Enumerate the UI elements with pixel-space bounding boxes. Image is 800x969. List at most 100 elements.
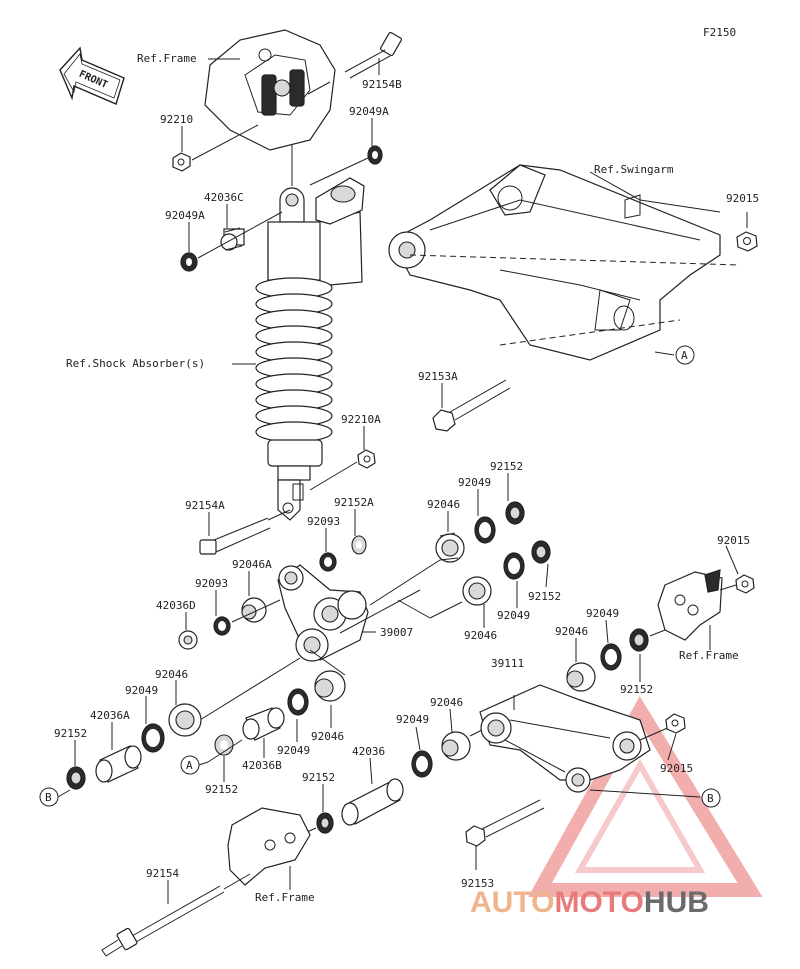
- nut-92015-top-icon: [736, 231, 758, 252]
- leader-lines: [74, 58, 739, 904]
- bearing-92046-cen-icon: [314, 670, 346, 702]
- washer-92093-left-icon: [213, 616, 231, 636]
- washer-92049-low-icon: [411, 750, 433, 778]
- washer-92049-left-icon: [141, 723, 165, 753]
- part-92049-cen-label: 92049: [277, 744, 310, 757]
- part-92154-label: 92154: [146, 867, 179, 880]
- callout-b-left-label: B: [45, 791, 52, 804]
- part-92046-right-label: 92046: [555, 625, 588, 638]
- part-92049a-left-label: 92049A: [165, 209, 205, 222]
- part-92093-top-label: 92093: [307, 515, 340, 528]
- part-92015-top-label: 92015: [726, 192, 759, 205]
- part-92154b-label: 92154B: [362, 78, 402, 91]
- part-92049-mid-label: 92049: [458, 476, 491, 489]
- bolt-92154a-icon: [199, 517, 271, 555]
- washer-92152-cen-icon: [214, 734, 234, 756]
- bolt-92153a-icon: [432, 379, 511, 432]
- callout-a-left-label: A: [186, 759, 193, 772]
- washer-92152-low-icon: [316, 812, 334, 834]
- washer-92049-right-icon: [600, 643, 622, 671]
- part-92152-low-label: 92152: [302, 771, 335, 784]
- bushing-42036a-icon: [95, 745, 142, 783]
- part-92049-low-label: 92049: [396, 713, 429, 726]
- ref-shock-label: Ref.Shock Absorber(s): [66, 357, 205, 370]
- washer-92049-r2-icon: [503, 552, 525, 580]
- nut-92015-right-icon: [735, 574, 755, 594]
- washer-92049a-left-icon: [180, 252, 198, 272]
- part-92049-left-label: 92049: [125, 684, 158, 697]
- callout-a-right: A: [675, 345, 695, 365]
- washer-92049-mid-icon: [474, 516, 496, 544]
- bearing-92046-left-icon: [168, 703, 202, 737]
- part-92049-r2-label: 92049: [497, 609, 530, 622]
- part-92152-left-label: 92152: [54, 727, 87, 740]
- part-92015-low-label: 92015: [660, 762, 693, 775]
- watermark-part3: HUB: [644, 886, 709, 919]
- part-92046-r2-label: 92046: [464, 629, 497, 642]
- part-92153a-label: 92153A: [418, 370, 458, 383]
- part-92210-label: 92210: [160, 113, 193, 126]
- nut-92210-icon: [172, 152, 191, 172]
- part-92152-r2-label: 92152: [528, 590, 561, 603]
- swingarm: [388, 164, 721, 361]
- watermark-triangle-icon: [528, 696, 763, 897]
- bolt-92153-icon: [465, 799, 545, 847]
- callout-b-right-label: B: [707, 792, 714, 805]
- front-arrow-icon: [59, 46, 125, 105]
- part-42036-label: 42036: [352, 745, 385, 758]
- frame-bracket-top: [204, 29, 336, 151]
- part-92046-cen-label: 92046: [311, 730, 344, 743]
- frame-bracket-bottom: [227, 807, 311, 886]
- callout-a-left: A: [180, 755, 200, 775]
- part-92015-right-label: 92015: [717, 534, 750, 547]
- figure-code: F2150: [703, 26, 736, 39]
- part-42036a-label: 42036A: [90, 709, 130, 722]
- svg-text:AUTOMOTOHUB: AUTOMOTOHUB: [470, 886, 709, 919]
- washer-92049-cen-icon: [287, 688, 309, 716]
- part-39007-label: 39007: [380, 626, 413, 639]
- part-92046-mid-label: 92046: [427, 498, 460, 511]
- bushing-42036b-icon: [242, 707, 285, 741]
- part-92049a-top-label: 92049A: [349, 105, 389, 118]
- part-92210a-label: 92210A: [341, 413, 381, 426]
- part-92153-label: 92153: [461, 877, 494, 890]
- bolt-92154b-icon: [344, 31, 402, 79]
- callout-a-right-label: A: [681, 349, 688, 362]
- bearing-92046a-icon: [241, 597, 267, 623]
- callout-b-right: B: [701, 788, 721, 808]
- part-92046-left-label: 92046: [155, 668, 188, 681]
- shock-absorber: [255, 177, 365, 521]
- part-39111-label: 39111: [491, 657, 524, 670]
- bearing-92046-right-icon: [566, 662, 596, 692]
- ref-frame-bottom-label: Ref.Frame: [255, 891, 315, 904]
- rocker-arm-39111: [479, 684, 651, 793]
- washer-92152a-icon: [351, 535, 367, 555]
- ref-swingarm-label: Ref.Swingarm: [594, 163, 674, 176]
- part-92049-right-label: 92049: [586, 607, 619, 620]
- spring-coils: [255, 277, 333, 443]
- washer-92152-r2-icon: [531, 540, 551, 564]
- part-92046a-label: 92046A: [232, 558, 272, 571]
- watermark-part2: MOTO: [554, 886, 643, 919]
- bushing-42036-icon: [341, 778, 404, 826]
- bearing-92046-mid-icon: [435, 532, 465, 563]
- part-42036b-label: 42036B: [242, 759, 282, 772]
- part-92152a-label: 92152A: [334, 496, 374, 509]
- ref-frame-top-label: Ref.Frame: [137, 52, 197, 65]
- bearing-92046-r2-icon: [462, 576, 492, 606]
- ref-frame-right-label: Ref.Frame: [679, 649, 739, 662]
- nut-92015-low-icon: [665, 713, 686, 734]
- bolt-92154-icon: [101, 885, 225, 957]
- part-92154a-label: 92154A: [185, 499, 225, 512]
- part-92046-low-label: 92046: [430, 696, 463, 709]
- bearing-92046-low-icon: [441, 731, 471, 761]
- washer-92152-left-icon: [66, 766, 86, 790]
- part-92152-mid-label: 92152: [490, 460, 523, 473]
- callout-b-left: B: [39, 787, 59, 807]
- part-42036d-label: 42036D: [156, 599, 196, 612]
- washer-92152-mid-icon: [505, 501, 525, 525]
- part-92152-cen-label: 92152: [205, 783, 238, 796]
- washer-92093-top-icon: [319, 552, 337, 572]
- frame-bracket-right: [657, 569, 723, 641]
